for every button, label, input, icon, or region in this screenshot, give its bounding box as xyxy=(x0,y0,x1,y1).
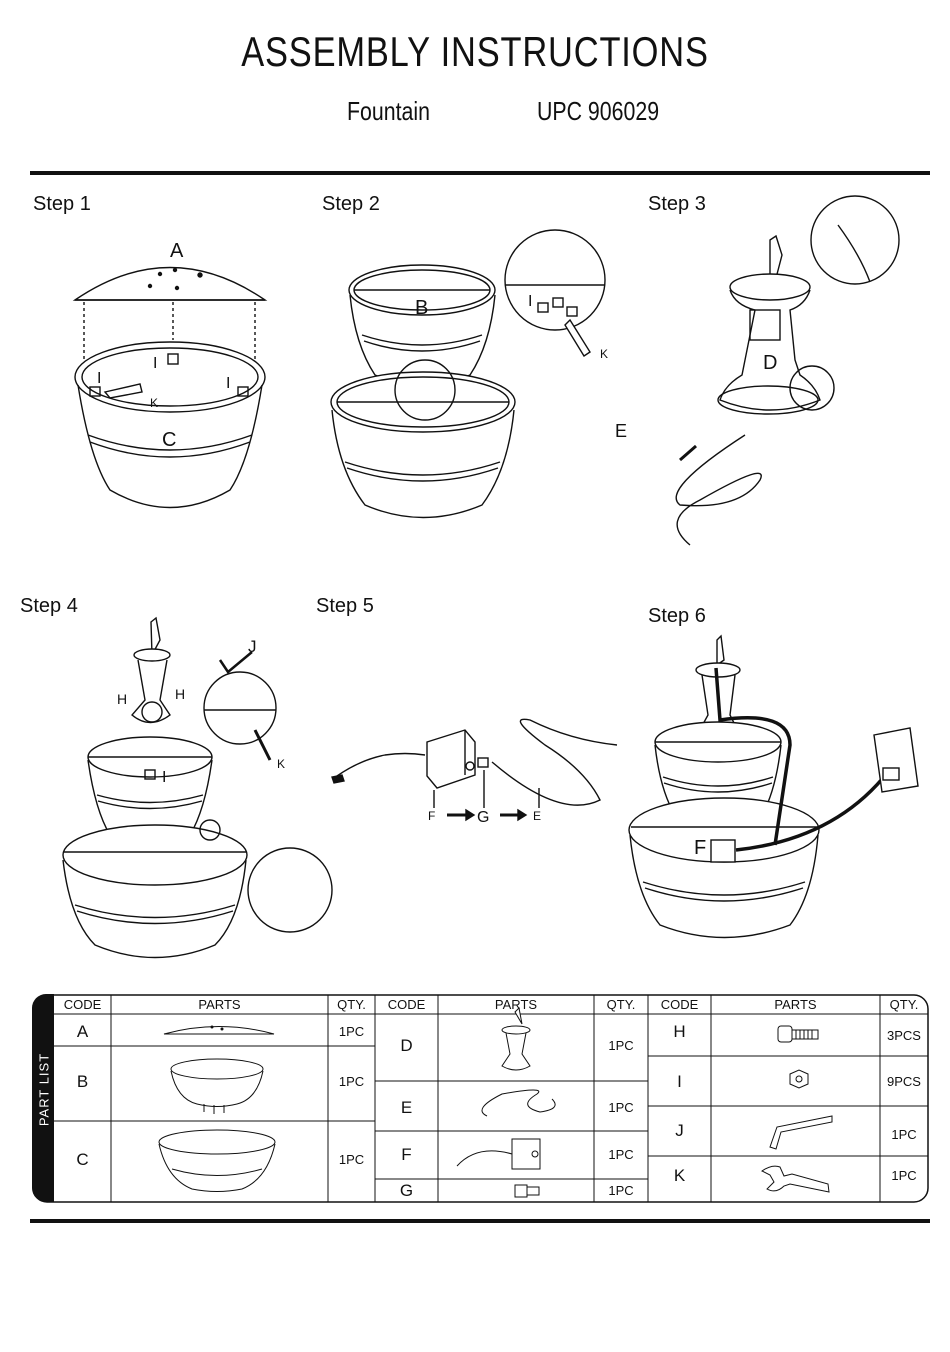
part-qty-j: 1PC xyxy=(891,1127,917,1142)
step-3-label: Step 3 xyxy=(648,193,706,215)
header-parts-2: PARTS xyxy=(494,997,538,1012)
svg-text:I: I xyxy=(528,293,532,310)
bolt-icon xyxy=(777,1025,819,1043)
part-qty-h: 3PCS xyxy=(887,1028,921,1043)
part-code-k: K xyxy=(673,1166,686,1185)
part-code-c: C xyxy=(76,1150,89,1169)
svg-text:H: H xyxy=(117,691,127,707)
step-1-illustration: A I I I K C xyxy=(72,240,268,509)
part-qty-k: 1PC xyxy=(891,1168,917,1183)
connector-icon xyxy=(514,1184,540,1198)
part-code-h: H xyxy=(673,1022,686,1041)
part-code-d: D xyxy=(400,1036,413,1055)
part-code-g: G xyxy=(399,1181,414,1200)
part-code-e: E xyxy=(400,1098,413,1117)
svg-text:I: I xyxy=(97,370,101,387)
step-1-label: Step 1 xyxy=(33,193,91,215)
part-list-side-label: PART LIST xyxy=(36,1052,52,1127)
page-title: ASSEMBLY INSTRUCTIONS xyxy=(241,28,709,75)
svg-text:K: K xyxy=(150,396,158,410)
pump-box-icon xyxy=(456,1138,541,1170)
lower-basin-icon xyxy=(158,1129,276,1192)
svg-text:F: F xyxy=(428,809,435,823)
part-code-j: J xyxy=(675,1121,684,1140)
step-5-label: Step 5 xyxy=(316,595,374,617)
svg-text:H: H xyxy=(175,686,185,702)
svg-text:I: I xyxy=(162,769,166,786)
part-code-i: I xyxy=(677,1072,682,1091)
top-dish-icon xyxy=(163,1025,275,1035)
header-code-3: CODE xyxy=(660,997,699,1012)
svg-text:E: E xyxy=(533,809,541,823)
step-3-illustration: D E xyxy=(615,195,900,546)
svg-text:E: E xyxy=(615,421,627,441)
step-6-illustration: F xyxy=(628,634,919,939)
header-qty-1: QTY. xyxy=(337,997,366,1012)
svg-text:K: K xyxy=(600,347,608,361)
header-code-2: CODE xyxy=(387,997,426,1012)
svg-text:C: C xyxy=(162,429,176,451)
svg-text:K: K xyxy=(277,757,285,771)
svg-text:G: G xyxy=(477,809,489,826)
part-qty-c: 1PC xyxy=(338,1152,365,1167)
nut-icon xyxy=(789,1069,809,1089)
svg-text:D: D xyxy=(763,352,777,374)
tube-icon xyxy=(481,1089,556,1117)
part-qty-i: 9PCS xyxy=(887,1074,921,1089)
product-name: Fountain xyxy=(347,96,430,126)
part-qty-g: 1PC xyxy=(608,1183,634,1198)
assembly-illustrations: A I I I K C B I K D xyxy=(62,195,919,959)
upc-code: UPC 906029 xyxy=(537,96,660,126)
part-code-b: B xyxy=(76,1072,89,1091)
svg-text:I: I xyxy=(226,375,230,392)
part-qty-d: 1PC xyxy=(608,1038,634,1053)
svg-text:J: J xyxy=(248,637,257,656)
svg-text:B: B xyxy=(415,297,428,319)
upper-basin-icon xyxy=(170,1058,264,1114)
part-qty-e: 1PC xyxy=(608,1100,634,1115)
part-list-side-tab: PART LIST xyxy=(32,994,54,1202)
step-4-illustration: J H H K I xyxy=(62,616,333,959)
pump-spout-icon xyxy=(501,1006,531,1071)
header-parts-3: PARTS xyxy=(774,997,817,1012)
part-code-a: A xyxy=(76,1022,89,1041)
bottom-divider xyxy=(30,1219,930,1223)
part-qty-a: 1PC xyxy=(338,1024,365,1039)
svg-text:F: F xyxy=(694,837,706,859)
header-qty-2: QTY. xyxy=(606,997,636,1012)
top-divider xyxy=(30,171,930,175)
wrench-icon xyxy=(761,1165,830,1193)
header-parts-1: PARTS xyxy=(198,997,241,1012)
part-qty-f: 1PC xyxy=(608,1147,634,1162)
step-5-illustration: F G E xyxy=(331,718,618,826)
svg-text:I: I xyxy=(153,355,157,372)
step-6-label: Step 6 xyxy=(648,605,706,627)
header-code-1: CODE xyxy=(63,997,102,1012)
part-qty-b: 1PC xyxy=(338,1074,365,1089)
header-qty-3: QTY. xyxy=(889,997,919,1012)
step-2-label: Step 2 xyxy=(322,193,380,215)
part-code-f: F xyxy=(401,1145,412,1164)
parts-list-table: PART LIST CODE PARTS QTY. CODE PARTS QTY… xyxy=(32,994,930,1204)
step-4-label: Step 4 xyxy=(20,595,78,617)
allen-key-icon xyxy=(769,1115,833,1150)
step-2-illustration: B I K xyxy=(330,229,608,519)
svg-text:A: A xyxy=(170,240,184,262)
